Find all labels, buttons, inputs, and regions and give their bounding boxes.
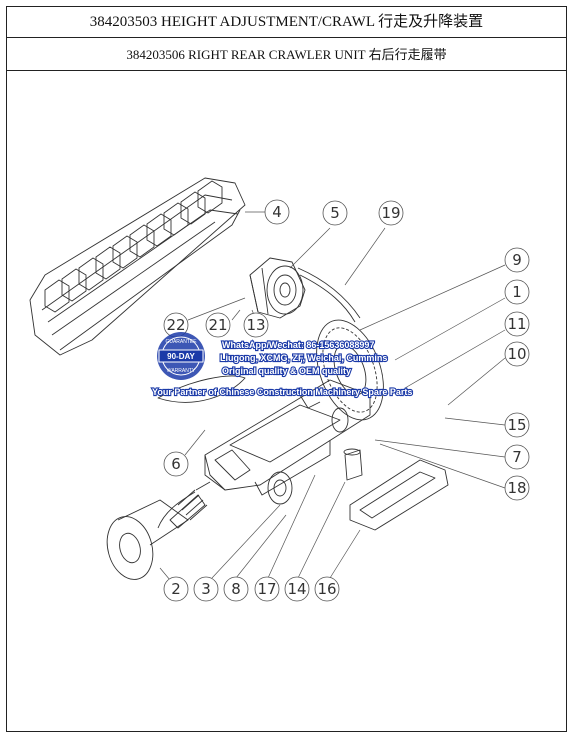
watermark-quality: Original quality & OEM quality	[222, 366, 351, 376]
svg-text:13: 13	[246, 316, 265, 334]
track-pad	[61, 268, 87, 302]
crawler-track-drawing	[29, 177, 246, 356]
svg-text:6: 6	[171, 455, 181, 473]
callout-5: 5	[322, 200, 348, 226]
callout-22: 22	[163, 312, 189, 338]
svg-text:17: 17	[257, 580, 276, 598]
callout-15: 15	[504, 412, 530, 438]
svg-text:10: 10	[507, 345, 526, 363]
watermark-tagline: Your Partner of Chinese Construction Mac…	[152, 387, 412, 397]
leader-lines	[159, 211, 506, 581]
svg-text:3: 3	[201, 580, 211, 598]
track-pad	[180, 191, 206, 225]
callout-21: 21	[205, 312, 231, 338]
drive-motor-drawing	[249, 257, 306, 319]
svg-text:18: 18	[507, 479, 526, 497]
svg-text:4: 4	[272, 203, 282, 221]
svg-text:21: 21	[208, 316, 227, 334]
callout-19: 19	[378, 200, 404, 226]
callout-16: 16	[314, 576, 340, 602]
callout-4: 4	[264, 199, 290, 225]
svg-text:8: 8	[231, 580, 241, 598]
callout-14: 14	[284, 576, 310, 602]
bushing-drawing	[344, 449, 363, 481]
crawler-frame-drawing	[204, 379, 371, 496]
svg-text:19: 19	[381, 204, 400, 222]
callout-3: 3	[193, 576, 219, 602]
bearing-drawing	[267, 471, 293, 505]
track-pad	[95, 246, 121, 280]
svg-text:7: 7	[512, 448, 522, 466]
watermark: GUARANTEE 90-DAY WARRANTY WhatsApp/Wecha…	[151, 332, 414, 398]
callout-13: 13	[243, 312, 269, 338]
callout-9: 9	[504, 247, 530, 273]
track-pad	[197, 180, 223, 214]
watermark-brands: Liugong, XCMG, ZF, Weichai, Cummins	[220, 353, 387, 363]
callout-18: 18	[504, 475, 530, 501]
svg-text:14: 14	[287, 580, 306, 598]
svg-text:90-DAY: 90-DAY	[167, 352, 195, 361]
callout-10: 10	[504, 341, 530, 367]
callout-6: 6	[163, 451, 189, 477]
watermark-contact: WhatsApp/Wechat: 86-15636088997	[222, 340, 374, 350]
track-pad	[129, 224, 155, 258]
track-pad	[163, 202, 189, 236]
callout-2: 2	[163, 576, 189, 602]
track-pad	[78, 257, 104, 291]
page-subtitle: 384203506 RIGHT REAR CRAWLER UNIT 右后行走履带	[7, 38, 566, 71]
svg-text:2: 2	[171, 580, 181, 598]
callout-group: 4 5 19 9 1 11 10 22 21 13 15 7 18 6 2 3 …	[163, 199, 530, 602]
bracket-drawing	[349, 459, 449, 531]
page-title: 384203503 HEIGHT ADJUSTMENT/CRAWL 行走及升降装…	[7, 7, 566, 38]
callout-8: 8	[223, 576, 249, 602]
belt-drawing	[297, 267, 361, 319]
track-pad	[146, 213, 172, 247]
track-pad	[112, 235, 138, 269]
sprocket-drawing	[316, 319, 384, 421]
callout-11: 11	[504, 311, 530, 337]
svg-text:5: 5	[330, 204, 340, 222]
svg-text:16: 16	[317, 580, 336, 598]
cover-plate-drawing	[157, 375, 246, 403]
svg-text:GUARANTEE: GUARANTEE	[165, 339, 197, 345]
callout-17: 17	[254, 576, 280, 602]
callout-7: 7	[504, 444, 530, 470]
svg-text:9: 9	[512, 251, 522, 269]
drawing-frame: 384203503 HEIGHT ADJUSTMENT/CRAWL 行走及升降装…	[6, 6, 567, 732]
svg-text:22: 22	[166, 316, 185, 334]
svg-text:15: 15	[507, 416, 526, 434]
idler-wheel-drawing	[106, 481, 211, 580]
svg-text:WARRANTY: WARRANTY	[167, 368, 196, 374]
callout-1: 1	[504, 279, 530, 305]
warranty-seal-icon: GUARANTEE 90-DAY WARRANTY	[157, 332, 205, 380]
svg-text:1: 1	[512, 283, 522, 301]
track-pad	[44, 279, 70, 313]
svg-text:11: 11	[507, 315, 526, 333]
